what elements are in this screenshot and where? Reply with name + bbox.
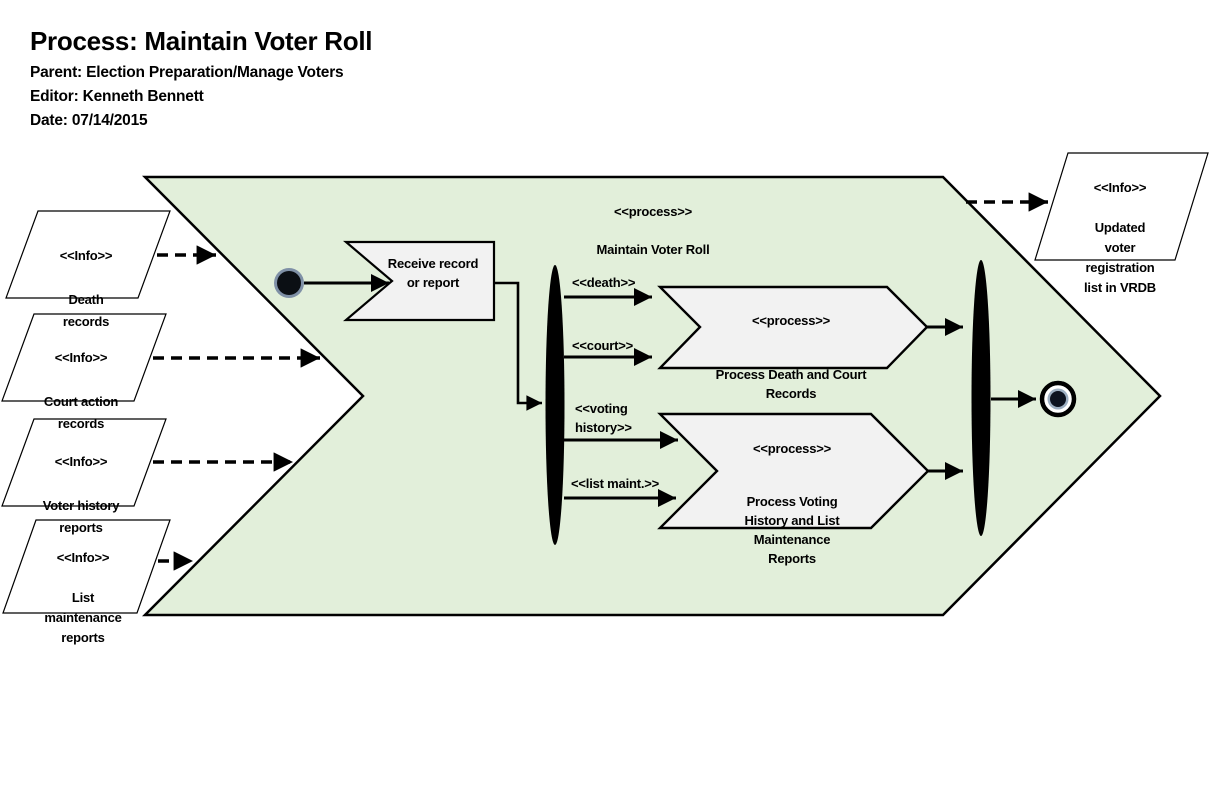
input3-name: Voter history reports <box>42 498 120 535</box>
date-line: Date: 07/14/2015 <box>30 112 148 129</box>
subprocess-voting-history-chevron <box>657 412 930 530</box>
input-court-action-records-label: <<Info>> Court action records <box>20 325 142 457</box>
receive-record-task-label: Receive record or report <box>387 256 479 290</box>
output-updated-voter-registration-parallelogram <box>1034 152 1209 261</box>
input-death-records-label: <<Info>> Death records <box>25 223 147 355</box>
branch-label-list-maint: <<list maint.>> <box>571 476 660 491</box>
main-process-label: <<process>> Maintain Voter Roll <box>553 183 753 278</box>
output-updated-registration-label: <<Info>> Updated voter registration list… <box>1059 158 1181 318</box>
main-process-name: Maintain Voter Roll <box>596 242 710 257</box>
output-name: Updated voter registration list in VRDB <box>1084 220 1156 295</box>
subprocess-voting-history-label: <<process>> Process Voting History and L… <box>692 420 892 587</box>
flow-receive-to-fork-connector <box>494 281 542 411</box>
end-node <box>1050 391 1066 407</box>
input4-stereotype: <<Info>> <box>56 550 110 565</box>
input-voter-history-reports-label: <<Info>> Voter history reports <box>20 429 142 561</box>
subprocess-death-court-chevron <box>657 285 929 370</box>
input2-name: Court action records <box>43 394 119 431</box>
fork-bar <box>545 265 565 545</box>
input-list-maintenance-reports-parallelogram <box>2 519 171 614</box>
input3-stereotype: <<Info>> <box>54 454 108 469</box>
branch-label-voting-history: <<voting history>> <box>575 401 632 435</box>
branch-label-death: <<death>> <box>572 275 636 290</box>
input-death-records-parallelogram <box>5 210 171 299</box>
input1-stereotype: <<Info>> <box>59 248 113 263</box>
branch-label-court: <<court>> <box>572 338 634 353</box>
main-process-stereotype: <<process>> <box>613 204 693 219</box>
output-stereotype: <<Info>> <box>1093 180 1147 195</box>
start-node <box>277 271 301 295</box>
subprocess2-name: Process Voting History and List Maintena… <box>744 494 840 566</box>
editor-line: Editor: Kenneth Bennett <box>30 88 204 105</box>
input1-name: Death records <box>62 292 110 329</box>
input-voter-history-reports-parallelogram <box>1 418 167 507</box>
input-court-action-records-parallelogram <box>1 313 167 402</box>
parent-process-line: Parent: Election Preparation/Manage Vote… <box>30 64 344 81</box>
input4-name: List maintenance reports <box>44 590 122 645</box>
input-list-maintenance-reports-label: <<Info>> List maintenance reports <box>22 528 144 668</box>
subprocess2-stereotype: <<process>> <box>752 441 832 456</box>
subprocess1-stereotype: <<process>> <box>751 313 831 328</box>
subprocess1-name: Process Death and Court Records <box>715 367 867 401</box>
join-bar <box>971 260 991 536</box>
input2-stereotype: <<Info>> <box>54 350 108 365</box>
subprocess-death-court-label: <<process>> Process Death and Court Reco… <box>680 292 902 422</box>
page-title: Process: Maintain Voter Roll <box>30 26 373 56</box>
